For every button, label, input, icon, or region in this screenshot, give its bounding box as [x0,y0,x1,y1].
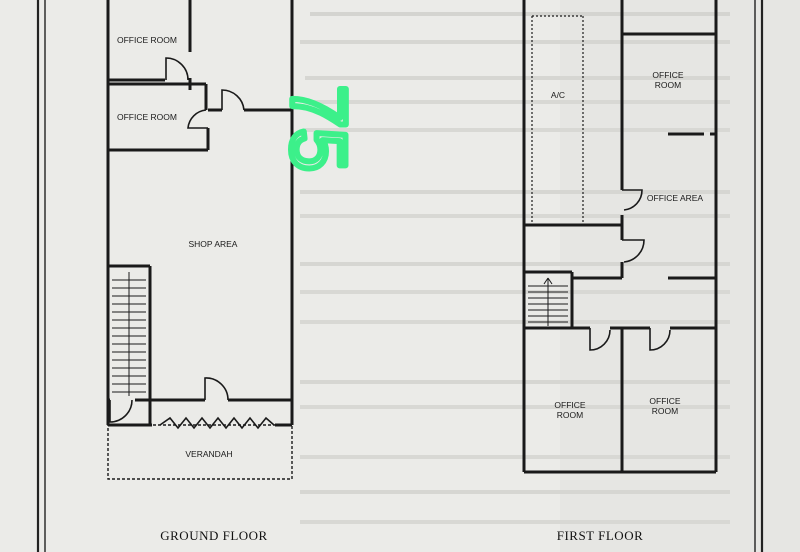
ac-dashed-zone [531,15,584,222]
ground-shop-area-label: SHOP AREA [189,239,238,249]
handwritten-number: 75 [275,85,363,172]
ground-office-room-second-label: OFFICE ROOM [117,112,177,122]
ground-floor-title: GROUND FLOOR [160,528,267,543]
first-doors [589,189,671,351]
page-border [36,0,764,552]
ground-office-room-top-label: OFFICE ROOM [117,35,177,45]
first-floor-plan [522,0,718,474]
bleed-through-text [300,12,730,524]
ground-verandah-label: VERANDAH [185,449,232,459]
first-stair [528,277,568,326]
first-office-area-label: OFFICE AREA [647,193,704,203]
first-floor-title: FIRST FLOOR [557,528,644,543]
verandah-outline [107,424,293,480]
ground-floor-plan [106,0,294,427]
ground-stair [112,272,146,396]
first-ac-label: A/C [551,90,565,100]
paper-shadow [560,0,800,552]
